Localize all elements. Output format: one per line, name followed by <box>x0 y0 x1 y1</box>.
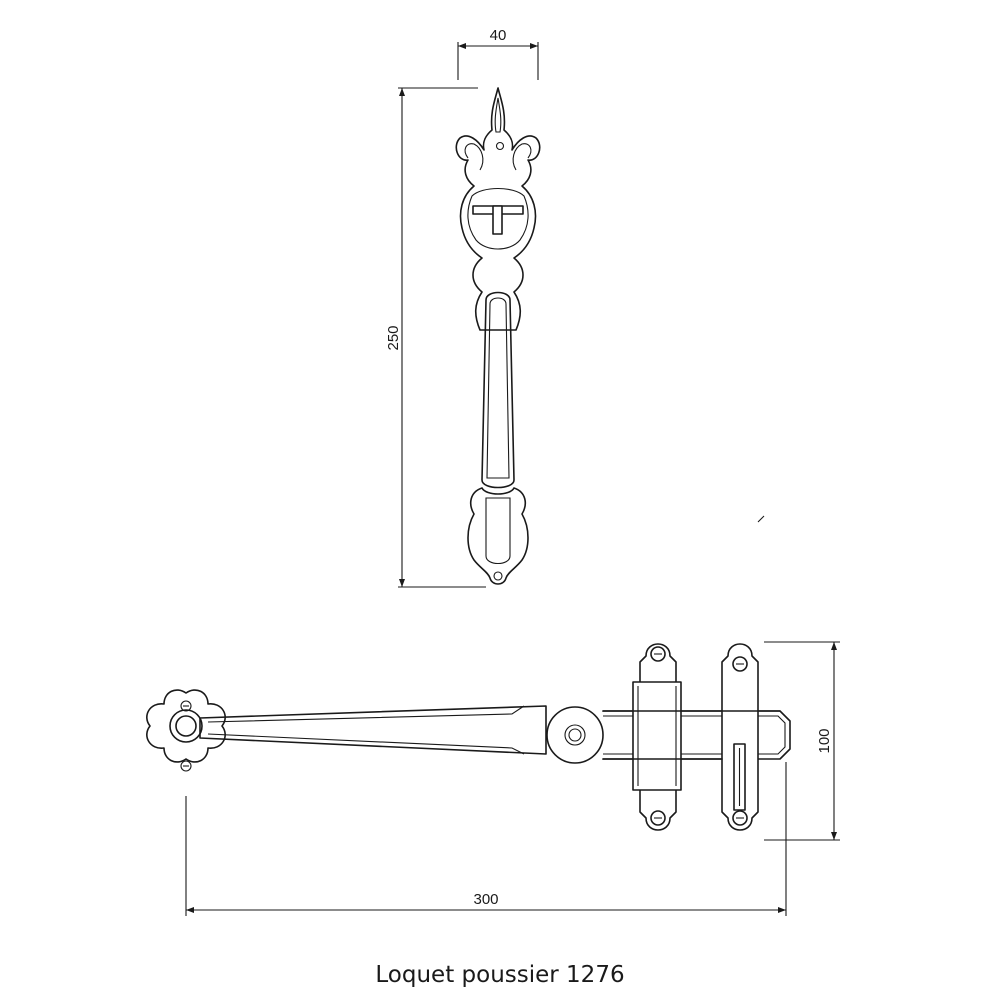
dimension-latch-length: 300 <box>185 762 787 916</box>
guide-plate <box>632 643 682 831</box>
catch-plate <box>602 643 781 831</box>
dimension-label-40: 40 <box>490 27 507 44</box>
stray-mark <box>757 515 765 523</box>
dimension-label-250: 250 <box>385 325 402 350</box>
handle-view: 40 250 <box>385 27 541 588</box>
drawing-caption: Loquet poussier 1276 <box>375 962 625 988</box>
pivot-disc <box>546 706 604 764</box>
dimension-handle-width: 40 <box>457 27 539 80</box>
dimension-label-300: 300 <box>473 891 498 908</box>
dimension-label-100: 100 <box>816 728 833 753</box>
fleur-de-lis-plate <box>455 87 541 331</box>
latch-bar <box>602 710 791 760</box>
latch-arm <box>199 705 547 755</box>
latch-view: 100 300 <box>146 641 840 916</box>
grip-bar <box>481 291 515 489</box>
rosette-plate <box>146 689 226 772</box>
dimension-latch-height: 100 <box>764 641 840 841</box>
dimension-handle-height: 250 <box>385 87 486 588</box>
bottom-plate <box>467 487 529 585</box>
